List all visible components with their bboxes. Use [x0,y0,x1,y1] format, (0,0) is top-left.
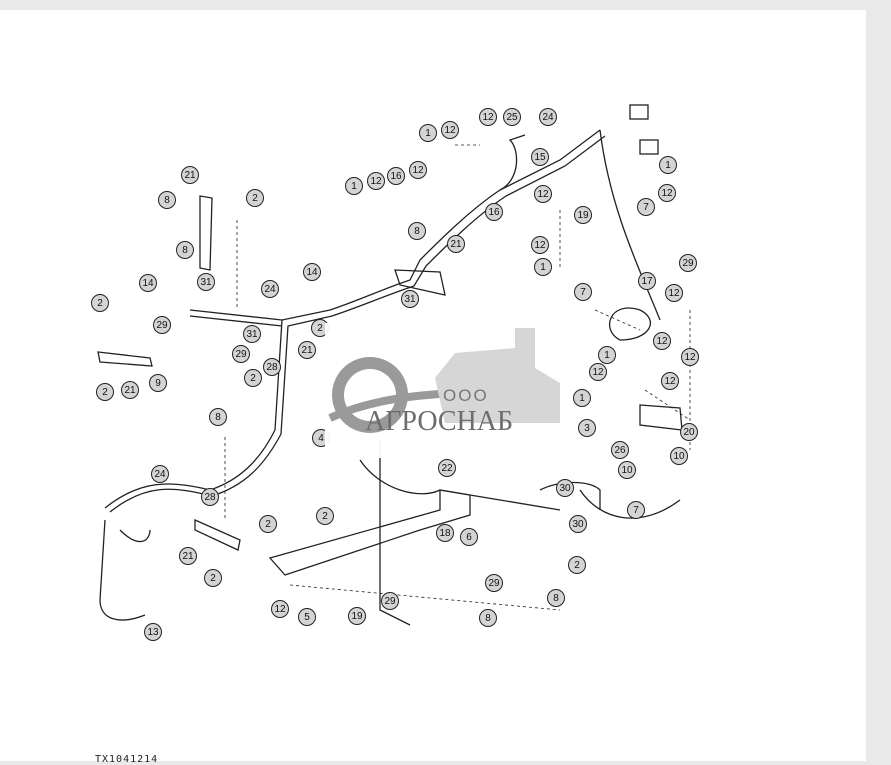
callout-15: 15 [531,148,549,166]
callout-2: 2 [96,383,114,401]
callout-28: 28 [263,358,281,376]
callout-2: 2 [568,556,586,574]
callout-30: 30 [569,515,587,533]
callout-17: 17 [638,272,656,290]
callout-30: 30 [556,479,574,497]
callout-10: 10 [670,447,688,465]
callout-2: 2 [204,569,222,587]
callout-12: 12 [589,363,607,381]
callout-7: 7 [637,198,655,216]
callout-1: 1 [573,389,591,407]
callout-5: 5 [298,608,316,626]
callout-8: 8 [408,222,426,240]
callout-8: 8 [209,408,227,426]
callout-12: 12 [653,332,671,350]
callout-29: 29 [679,254,697,272]
figure-code: TX1041214 [95,754,159,765]
callout-1: 1 [659,156,677,174]
callout-28: 28 [201,488,219,506]
callout-21: 21 [121,381,139,399]
callout-21: 21 [181,166,199,184]
callout-2: 2 [244,369,262,387]
callout-1: 1 [534,258,552,276]
callout-7: 7 [574,283,592,301]
callout-12: 12 [665,284,683,302]
callout-31: 31 [401,290,419,308]
callout-2: 2 [316,507,334,525]
callout-14: 14 [139,274,157,292]
callout-10: 10 [618,461,636,479]
watermark-prefix: ООО [443,386,489,405]
callout-8: 8 [479,609,497,627]
callout-2: 2 [91,294,109,312]
callout-9: 9 [149,374,167,392]
callout-12: 12 [531,236,549,254]
callout-12: 12 [534,185,552,203]
callout-16: 16 [387,167,405,185]
callout-22: 22 [438,459,456,477]
callout-12: 12 [479,108,497,126]
callout-6: 6 [460,528,478,546]
callout-16: 16 [485,203,503,221]
callout-18: 18 [436,524,454,542]
callout-31: 31 [197,273,215,291]
callout-29: 29 [381,592,399,610]
callout-12: 12 [271,600,289,618]
callout-24: 24 [539,108,557,126]
callout-12: 12 [661,372,679,390]
wiring-harness-drawing [97,104,691,626]
callout-21: 21 [298,341,316,359]
callout-2: 2 [246,189,264,207]
callout-12: 12 [441,121,459,139]
callout-29: 29 [232,345,250,363]
callout-12: 12 [658,184,676,202]
callout-24: 24 [151,465,169,483]
callout-29: 29 [153,316,171,334]
callout-7: 7 [627,501,645,519]
callout-29: 29 [485,574,503,592]
callout-3: 3 [578,419,596,437]
callout-12: 12 [681,348,699,366]
callout-25: 25 [503,108,521,126]
callout-8: 8 [547,589,565,607]
callout-13: 13 [144,623,162,641]
callout-1: 1 [345,177,363,195]
callout-14: 14 [303,263,321,281]
callout-19: 19 [348,607,366,625]
callout-2: 2 [259,515,277,533]
callout-8: 8 [176,241,194,259]
callout-12: 12 [367,172,385,190]
callout-1: 1 [598,346,616,364]
watermark-name: АГРОСНАБ [365,406,514,437]
callout-21: 21 [179,547,197,565]
callout-1: 1 [419,124,437,142]
callout-12: 12 [409,161,427,179]
callout-21: 21 [447,235,465,253]
callout-19: 19 [574,206,592,224]
callout-26: 26 [611,441,629,459]
callout-24: 24 [261,280,279,298]
combine-gear-logo-icon [328,328,560,433]
callout-8: 8 [158,191,176,209]
callout-20: 20 [680,423,698,441]
watermark-logo: ООО АГРОСНАБ [325,323,565,458]
callout-31: 31 [243,325,261,343]
